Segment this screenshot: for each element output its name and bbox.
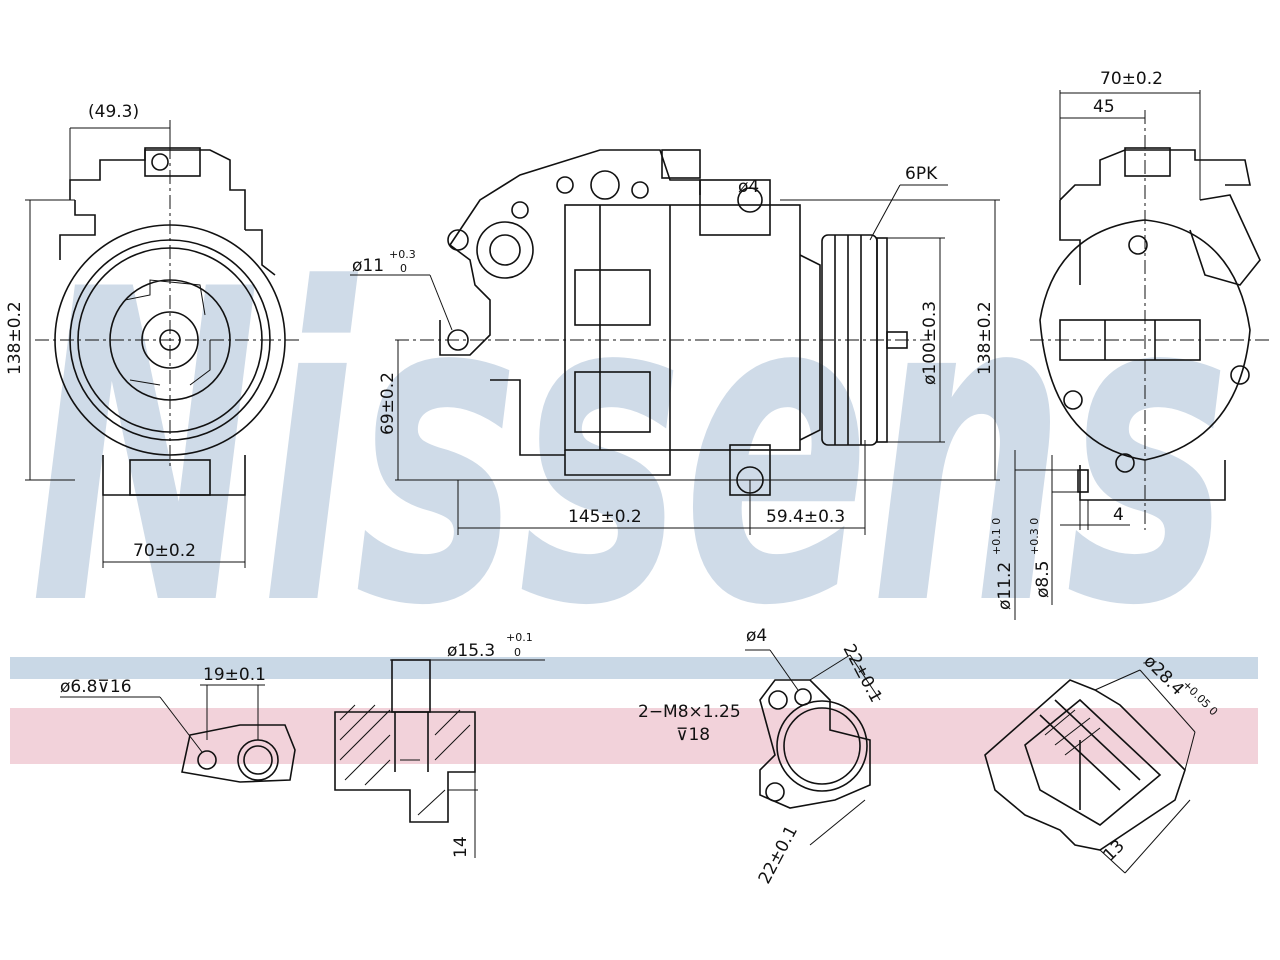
detail-3	[745, 649, 881, 846]
detail2-depth-label: 14	[451, 836, 471, 858]
side-length-label: 145±0.2	[568, 507, 642, 527]
side-axis-height-label: 69±0.2	[378, 372, 398, 435]
rear-outer-dia-label: ø11.2	[995, 562, 1015, 610]
detail-1	[60, 684, 296, 783]
front-view	[25, 120, 300, 568]
side-height-label: 138±0.2	[975, 301, 995, 375]
side-small-hole-label: ø4	[738, 177, 759, 197]
rear-inner-tol-label: +0.3 0	[1028, 518, 1041, 555]
detail2-tol-lower: 0	[514, 646, 521, 659]
rear-width-label: 70±0.2	[1100, 69, 1163, 89]
detail2-tol-upper: +0.1	[506, 631, 533, 644]
front-base-width-label: 70±0.2	[133, 541, 196, 561]
front-top-width-label: (49.3)	[88, 102, 139, 122]
rear-inner-dia-label: ø8.5	[1033, 561, 1053, 598]
detail1-hole-label: ø6.8⊽16	[60, 677, 132, 697]
blue-band	[10, 657, 1258, 679]
side-hole-dia-label: ø11	[352, 256, 384, 276]
rear-offset-label: 45	[1093, 97, 1115, 117]
rear-depth-label: 4	[1113, 505, 1124, 525]
pink-band	[10, 708, 1258, 764]
front-height-label: 138±0.2	[5, 301, 25, 375]
rear-outer-tol-label: +0.1 0	[990, 518, 1003, 555]
detail2-bore-label: ø15.3	[447, 641, 495, 661]
side-pulley-dia-label: ø100±0.3	[920, 301, 940, 385]
rear-view	[1014, 90, 1270, 620]
detail-2	[334, 659, 545, 858]
detail-4	[984, 669, 1196, 874]
side-belt-label: 6PK	[905, 164, 938, 184]
detail3-thread-depth-label: ⊽18	[676, 725, 710, 745]
side-pulley-offset-label: 59.4±0.3	[766, 507, 845, 527]
detail1-spacing-label: 19±0.1	[203, 665, 266, 685]
detail3-thread-label: 2−M8×1.25	[638, 702, 741, 722]
side-hole-tol-lower: 0	[400, 262, 407, 275]
side-view	[350, 149, 1000, 535]
side-hole-tol-upper: +0.3	[389, 248, 416, 261]
detail3-hole-label: ø4	[746, 626, 767, 646]
detail4-depth-label: 13	[1099, 836, 1128, 865]
detail3-bottom-label: 22±0.1	[755, 822, 802, 887]
